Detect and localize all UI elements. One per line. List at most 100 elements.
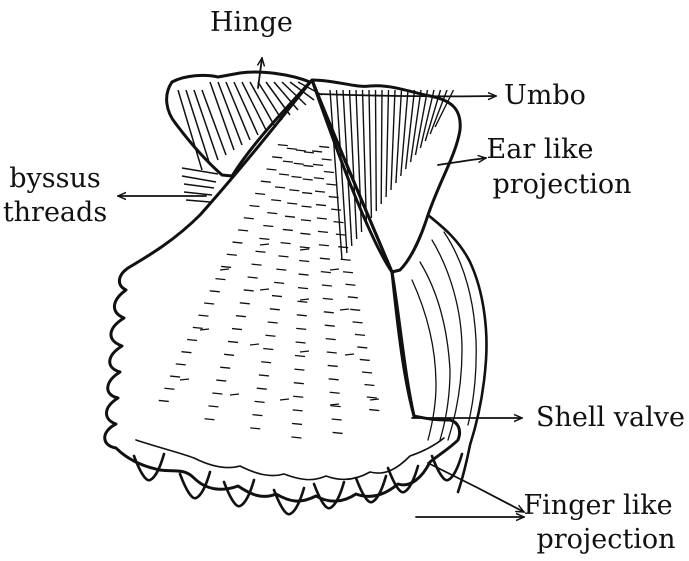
valve-dash — [370, 399, 379, 400]
rib-mark — [236, 316, 246, 317]
rib-mark — [296, 342, 306, 343]
rib-mark — [298, 288, 308, 289]
rib-mark — [294, 369, 304, 370]
rib-mark — [263, 348, 273, 349]
rib-mark — [238, 230, 248, 231]
rib-mark — [331, 209, 341, 210]
finger-arrow-1 — [428, 463, 524, 512]
rib-mark — [304, 152, 314, 153]
rib-mark — [350, 309, 360, 310]
rib-mark — [259, 238, 269, 239]
rib-mark — [345, 284, 355, 285]
rib-mark — [278, 256, 288, 257]
finger-label-line1: Finger like — [523, 490, 672, 521]
rib-mark — [232, 329, 242, 330]
rib-mark — [250, 428, 260, 429]
rib-mark — [332, 419, 342, 420]
rib-mark — [276, 269, 286, 270]
rib-mark — [313, 164, 323, 165]
valve-dash — [220, 269, 229, 270]
valve-dash — [200, 329, 209, 330]
rib-mark — [212, 393, 222, 394]
rib-mark — [299, 260, 309, 261]
rib-mark — [181, 352, 191, 353]
rib-mark — [293, 410, 303, 411]
hatch-line — [396, 90, 402, 183]
rib-mark — [205, 419, 215, 420]
rib-mark — [255, 193, 265, 194]
rib-mark — [259, 375, 269, 376]
rib-mark — [323, 298, 333, 299]
rib-mark — [331, 406, 341, 407]
rib-mark — [252, 264, 262, 265]
rib-mark — [362, 372, 372, 373]
valve-dash — [260, 289, 269, 290]
rib-mark — [271, 200, 281, 201]
rib-mark — [164, 388, 174, 389]
rib-mark — [303, 179, 313, 180]
rib-mark — [297, 315, 307, 316]
shell-valve-label: Shell valve — [536, 402, 685, 433]
rib-mark — [204, 303, 214, 304]
byssus-label-line2: threads — [3, 197, 107, 228]
rib-mark — [294, 383, 304, 384]
rib-mark — [325, 325, 335, 326]
rib-mark — [261, 181, 271, 182]
rib-mark — [302, 206, 312, 207]
valve-dash — [300, 299, 309, 300]
rib-mark — [334, 222, 344, 223]
rib-mark — [240, 303, 250, 304]
rib-mark — [329, 379, 339, 380]
rib-mark — [315, 191, 325, 192]
rib-mark — [289, 190, 299, 191]
rib-mark — [333, 432, 343, 433]
rib-mark — [287, 148, 297, 149]
rib-mark — [221, 266, 231, 267]
rib-mark — [291, 437, 301, 438]
rib-mark — [216, 380, 226, 381]
rib-mark — [319, 146, 329, 147]
rib-mark — [321, 272, 331, 273]
finger-projection — [180, 472, 210, 498]
rib-mark — [193, 327, 203, 328]
rib-mark — [285, 216, 295, 217]
valve-dash — [345, 354, 354, 355]
rib-mark — [314, 178, 324, 179]
rib-mark — [326, 184, 336, 185]
valve-dash — [230, 394, 239, 395]
hatch-line — [391, 90, 395, 190]
rib-mark — [287, 203, 297, 204]
valve-dash — [260, 244, 269, 245]
rib-mark — [272, 157, 282, 158]
rib-mark — [348, 297, 358, 298]
rib-mark — [187, 340, 197, 341]
rib-mark — [227, 254, 237, 255]
rib-mark — [267, 213, 277, 214]
rib-mark — [336, 234, 346, 235]
rib-mark — [278, 145, 288, 146]
rib-mark — [328, 365, 338, 366]
rib-mark — [261, 362, 271, 363]
hatch-line — [381, 90, 382, 204]
ear-label-line2: projection — [492, 169, 631, 200]
valve-dash — [330, 269, 339, 270]
rib-mark — [303, 165, 313, 166]
rib-mark — [322, 159, 332, 160]
rib-mark — [244, 218, 254, 219]
rib-mark — [355, 334, 365, 335]
rib-mark — [275, 187, 285, 188]
rib-mark — [159, 400, 169, 401]
valve-dash — [330, 404, 339, 405]
rib-mark — [343, 272, 353, 273]
valve-dash — [250, 344, 259, 345]
rib-mark — [283, 229, 293, 230]
rib-mark — [296, 328, 306, 329]
byssus-label-line1: byssus — [9, 163, 101, 194]
rib-mark — [367, 397, 377, 398]
rib-mark — [297, 301, 307, 302]
rib-mark — [324, 312, 334, 313]
rib-mark — [281, 243, 291, 244]
rib-mark — [210, 291, 220, 292]
rib-mark — [326, 339, 336, 340]
